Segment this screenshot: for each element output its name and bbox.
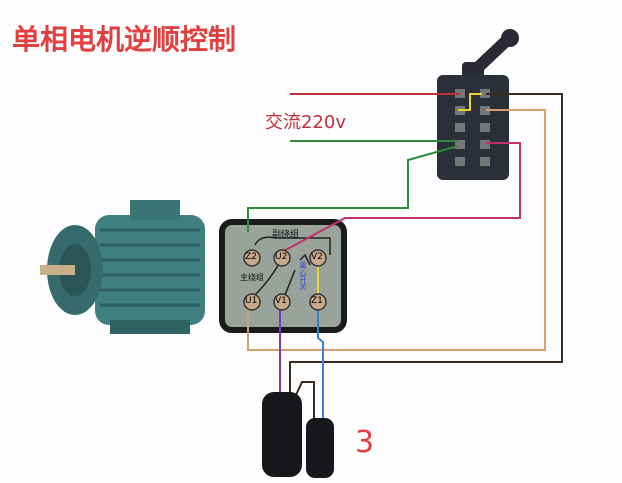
figure-number: 3 xyxy=(355,425,375,460)
magenta-wire xyxy=(281,142,521,253)
terminals xyxy=(243,249,327,311)
page-title: 单相电机逆顺控制 xyxy=(12,23,237,56)
main-winding-label: 主绕组 xyxy=(240,273,264,282)
terminal-v1: V1 xyxy=(275,296,287,306)
tan-wire xyxy=(247,109,546,351)
terminal-u1: U1 xyxy=(245,296,258,306)
supply-label: 交流220v xyxy=(265,112,347,133)
terminal-u2: U2 xyxy=(275,252,288,262)
blue-wire xyxy=(317,302,324,420)
centrifugal-switch-label: 离心开关 xyxy=(299,262,307,290)
terminal-z2: Z2 xyxy=(245,252,257,262)
green-wire-z2 xyxy=(247,145,459,232)
terminal-v2: V2 xyxy=(311,252,323,262)
cap-link xyxy=(295,381,315,420)
yellow-jumper xyxy=(458,93,482,111)
motor-image xyxy=(40,200,205,334)
terminal-z1: Z1 xyxy=(311,296,323,306)
reversing-switch[interactable] xyxy=(437,29,519,180)
aux-winding-label: 副绕组 xyxy=(272,230,300,240)
dark-wire xyxy=(289,93,563,395)
capacitors xyxy=(262,392,334,478)
